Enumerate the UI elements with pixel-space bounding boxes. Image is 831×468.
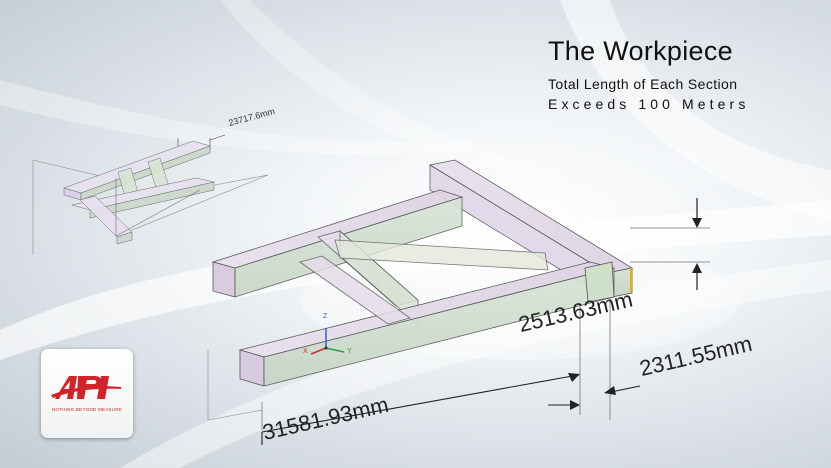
axis-x-label: X: [303, 348, 308, 355]
api-logo-card: NOTHING BEYOND MEASURE: [41, 349, 133, 438]
subtitle-line-1: Total Length of Each Section: [548, 76, 738, 92]
subtitle-line-2: Exceeds 100 Meters: [548, 96, 750, 112]
logo-tagline: NOTHING BEYOND MEASURE: [51, 407, 123, 412]
page-title: The Workpiece: [548, 36, 733, 66]
axis-y-label: Y: [347, 348, 352, 355]
api-logo-icon: [51, 376, 121, 399]
axis-z-label: Z: [323, 313, 328, 320]
title-block: The Workpiece Total Length of Each Secti…: [548, 36, 820, 112]
